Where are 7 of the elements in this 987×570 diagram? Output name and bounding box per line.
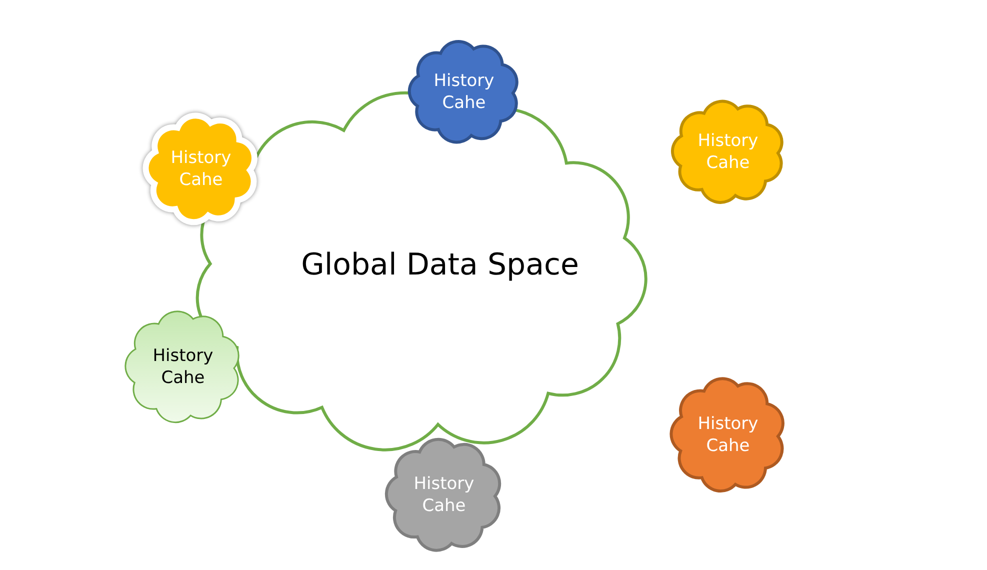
cloud-label: History Cahe: [432, 70, 496, 114]
cloud-label: History Cahe: [412, 472, 476, 518]
cloud-label: History Cahe: [696, 412, 760, 458]
cloud-label: History Cahe: [696, 130, 760, 174]
cloud-label: History Cahe: [170, 146, 232, 192]
diagram-heading: Global Data Space: [300, 246, 580, 284]
cloud-label: History Cahe: [152, 344, 214, 390]
